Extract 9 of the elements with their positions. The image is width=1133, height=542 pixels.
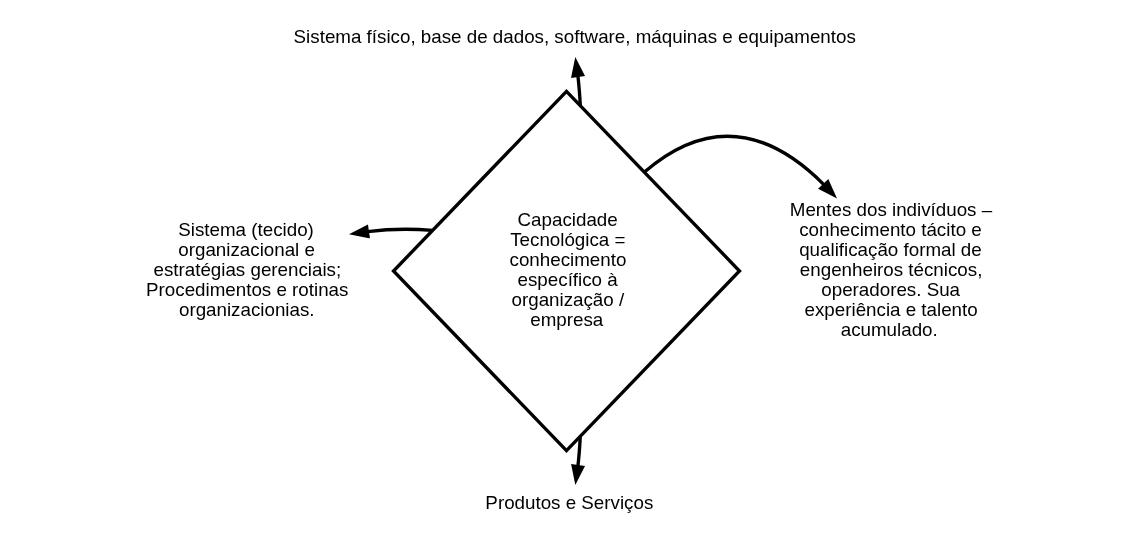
node-text: Mentes dos indivíduos – conhecimento tácito e qualificação formal de engenheiros técnicos, operadores. Sua experiência e talento acumulado.: [789, 198, 993, 341]
arrow: [643, 134, 838, 199]
arrow: [349, 224, 433, 239]
node-diamond: Capacidade Tecnológica = conhecimento específico à organização / empresa: [391, 88, 742, 454]
node-text: Produtos e Serviços: [485, 492, 654, 514]
node-text: Sistema (tecido) organizacional e estratégias gerenciais; Procedimentos e rotinas organizacionias.: [146, 218, 349, 321]
arrow: [571, 436, 586, 485]
node-text: Sistema físico, base de dados, software, máquinas e equipamentos: [293, 25, 856, 47]
arrow: [571, 56, 586, 106]
